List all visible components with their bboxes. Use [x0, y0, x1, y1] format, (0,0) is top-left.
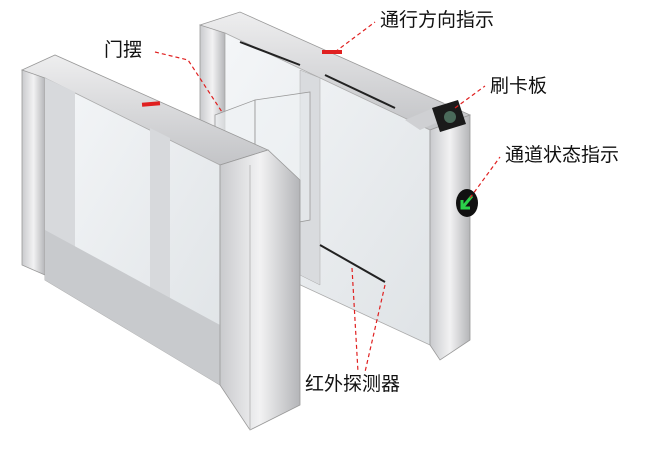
label-infrared-detector: 红外探测器 — [305, 373, 401, 395]
label-direction-indicator: 通行方向指示 — [380, 9, 495, 31]
label-swing-gate: 门摆 — [104, 39, 143, 61]
left-cabinet — [21, 54, 301, 431]
label-status-indicator: 通道状态指示 — [505, 144, 620, 166]
direction-indicator-light — [141, 101, 161, 107]
direction-indicator-light — [322, 50, 342, 54]
status-indicator-green-arrow-icon — [456, 189, 478, 217]
leader-lines — [154, 21, 501, 373]
label-card-reader: 刷卡板 — [490, 75, 548, 97]
card-reader-icon — [432, 100, 466, 132]
